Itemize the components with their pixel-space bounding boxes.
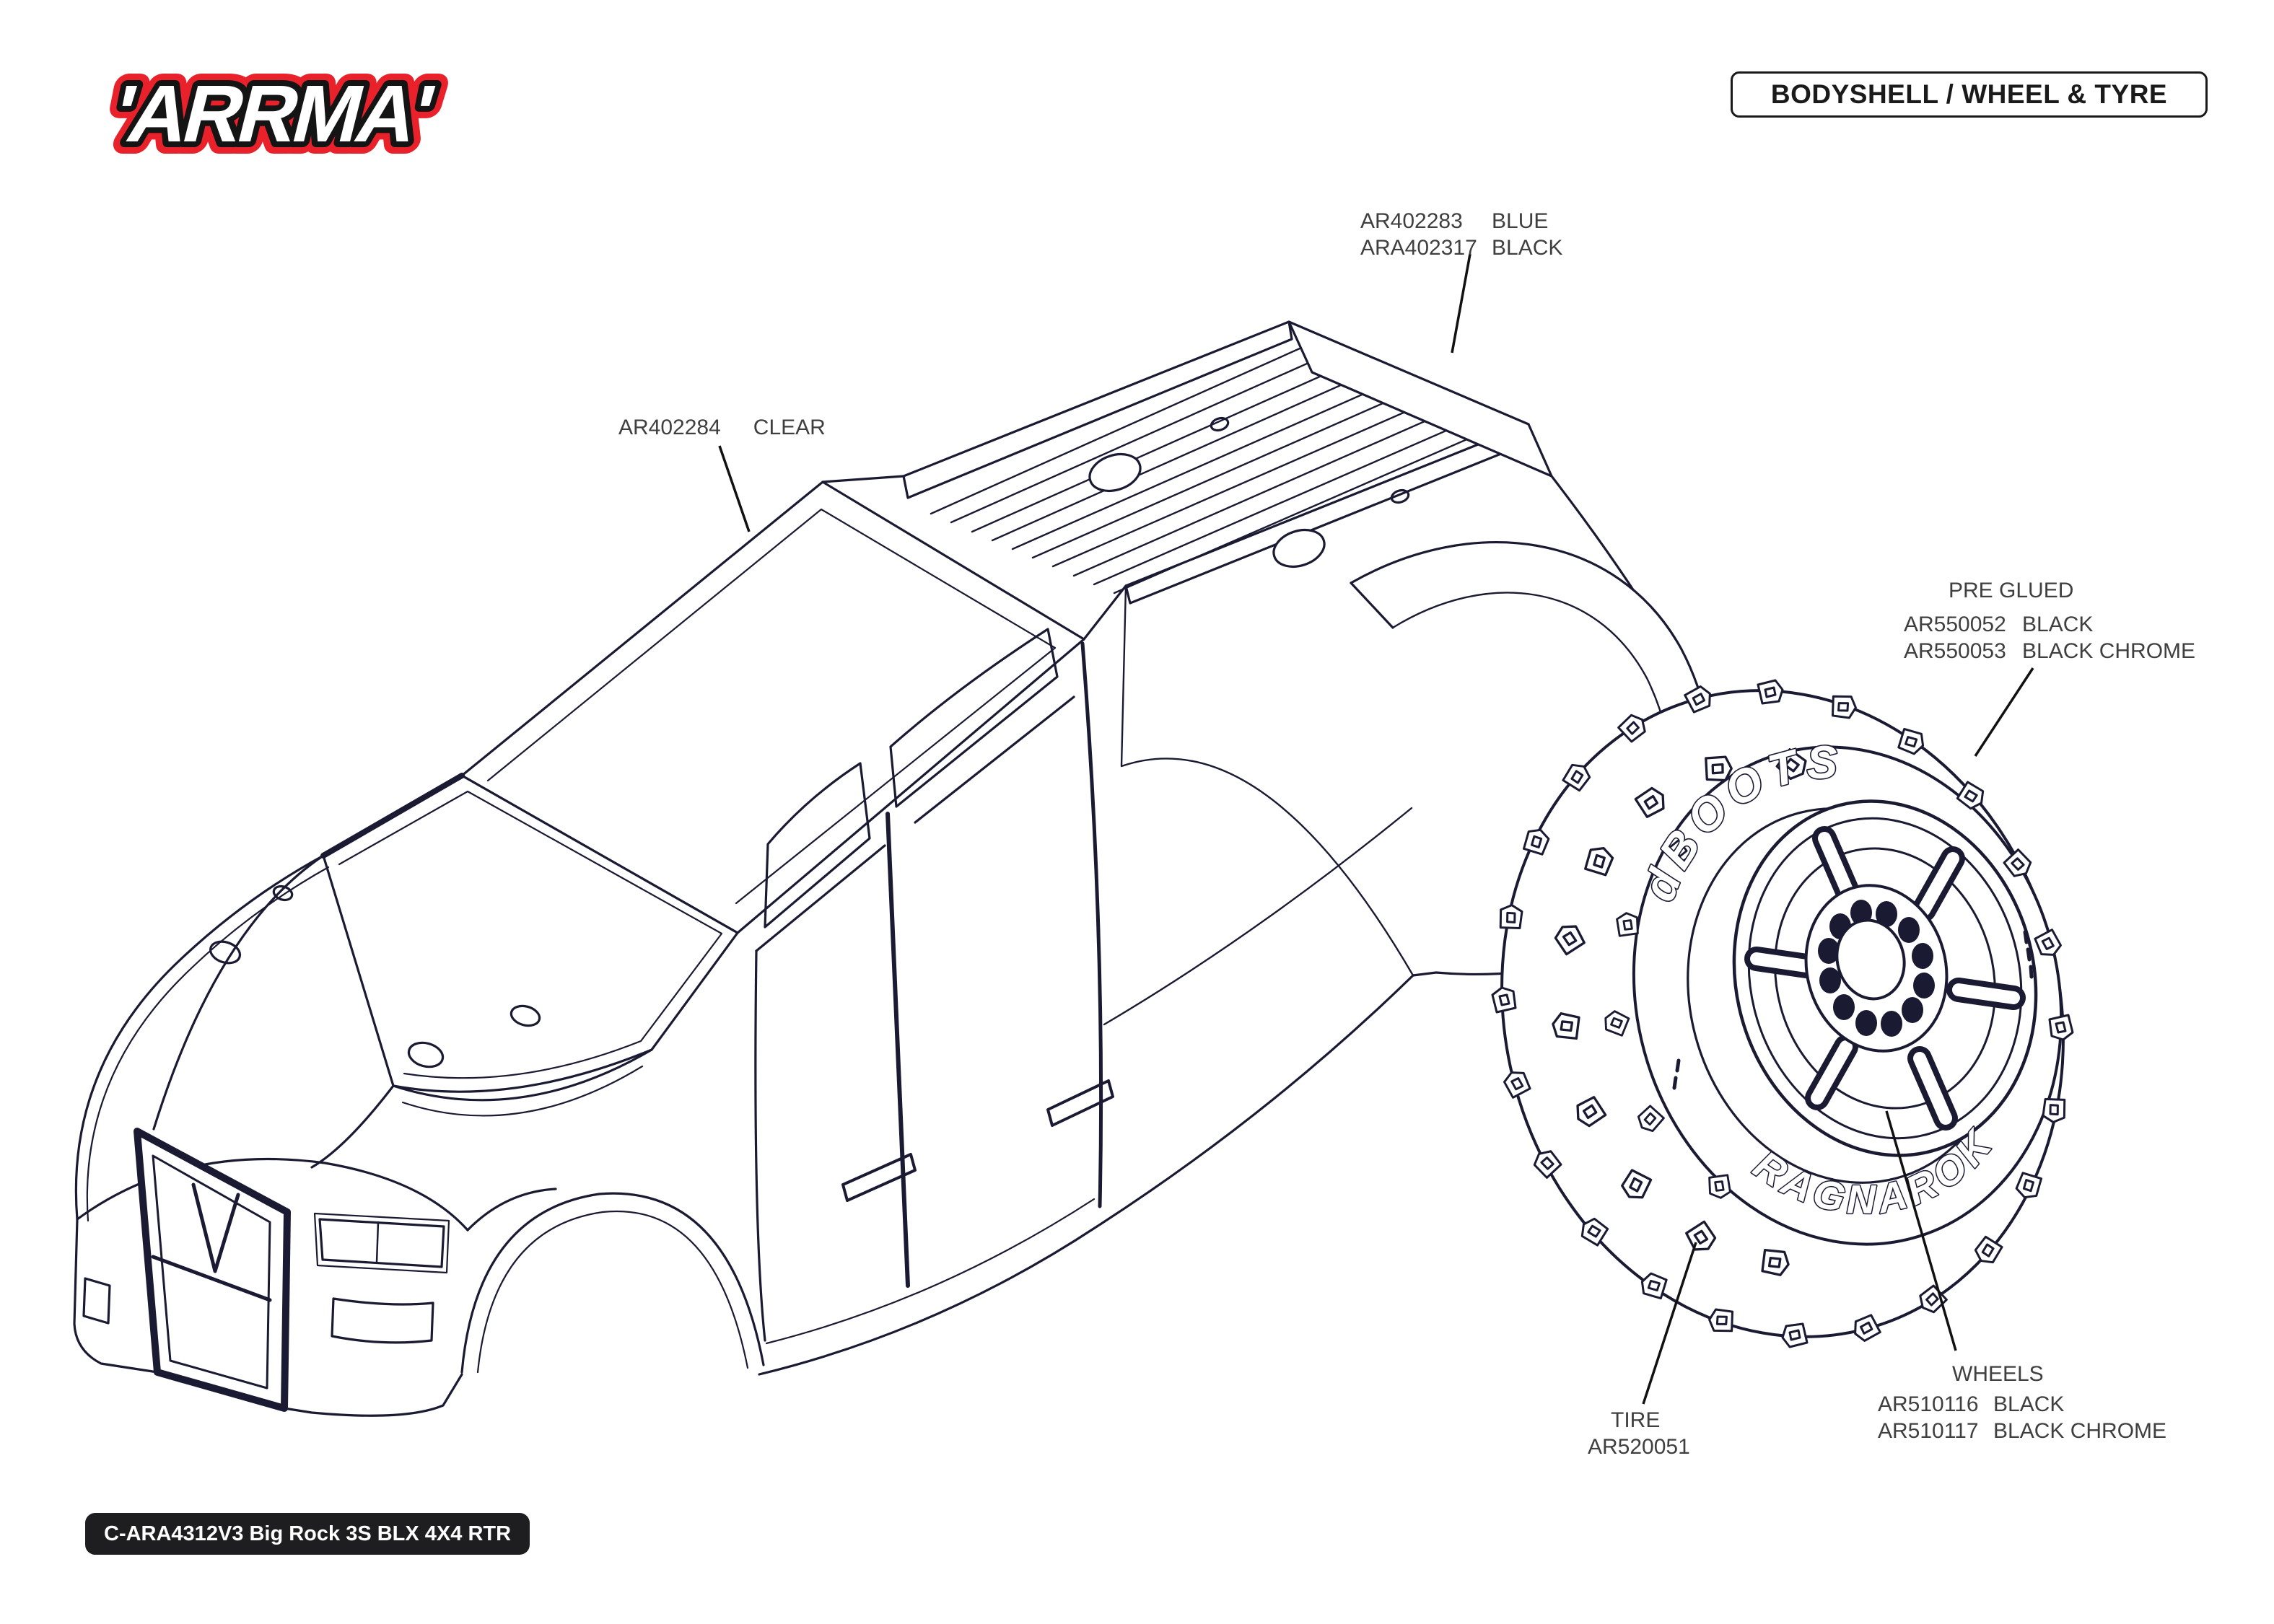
part-color: BLACK <box>2022 613 2094 636</box>
part-color: CLEAR <box>753 416 826 439</box>
part-row: AR510117 BLACK CHROME <box>1878 1418 2166 1444</box>
part-row: AR402283 BLUE <box>1360 208 1562 234</box>
logo-red-outline: 'ARRMA' <box>104 69 440 159</box>
model-code: C-ARA4312V3 Big Rock 3S BLX 4X4 RTR <box>104 1522 512 1545</box>
part-row: AR520051 <box>1588 1434 1690 1460</box>
part-number: AR550053 <box>1904 639 2006 663</box>
part-number: AR550052 <box>1904 613 2006 636</box>
arrma-logo: 'ARRMA' 'ARRMA' 'ARRMA' <box>92 57 452 172</box>
logo-text: 'ARRMA' <box>104 69 440 159</box>
part-number: AR402283 <box>1360 209 1463 233</box>
part-number: ARA402317 <box>1360 236 1477 260</box>
label-heading: TIRE <box>1611 1408 1661 1432</box>
part-color: BLACK <box>1492 236 1563 260</box>
part-color: BLACK CHROME <box>1993 1419 2167 1443</box>
leader-line-wheels <box>1885 1110 1957 1351</box>
part-row: AR510116 BLACK <box>1878 1391 2166 1418</box>
part-row: ARA402317 BLACK <box>1360 234 1562 261</box>
part-number: AR510117 <box>1878 1419 1979 1443</box>
part-number: AR510116 <box>1878 1392 1979 1416</box>
label-bodyshell: AR402283 BLUE ARA402317 BLACK <box>1360 208 1562 261</box>
leader-line-bodyshell <box>1451 253 1471 354</box>
truck-bodyshell-drawing <box>73 320 1715 1417</box>
leader-line-tire <box>1642 1242 1697 1405</box>
label-heading: WHEELS <box>1952 1362 2044 1386</box>
label-tire: TIRE AR520051 <box>1588 1407 1690 1460</box>
page-title-box: BODYSHELL / WHEEL & TYRE <box>1731 71 2208 118</box>
part-color: BLACK <box>1993 1392 2065 1416</box>
wheel-tyre-drawing: dBOOTS RAGNAROK <box>1491 679 2074 1348</box>
label-heading: PRE GLUED <box>1949 579 2074 602</box>
label-wheels: WHEELS AR510116 BLACK AR510117 BLACK CHR… <box>1878 1361 2166 1444</box>
leader-line-tires <box>1974 667 2034 757</box>
part-color: BLACK CHROME <box>2022 639 2196 663</box>
label-tires-pre-glued: PRE GLUED AR550052 BLACK AR550053 BLACK … <box>1904 577 2195 664</box>
part-number: AR520051 <box>1588 1435 1690 1459</box>
part-row: AR402284 CLEAR <box>618 414 826 441</box>
logo-black-outline: 'ARRMA' <box>104 69 440 159</box>
leader-line-window <box>718 445 751 532</box>
model-code-badge: C-ARA4312V3 Big Rock 3S BLX 4X4 RTR <box>85 1513 530 1555</box>
part-row: AR550052 BLACK <box>1904 611 2195 638</box>
part-number: AR402284 <box>618 416 721 439</box>
part-color: BLUE <box>1492 209 1549 233</box>
part-row: AR550053 BLACK CHROME <box>1904 638 2195 664</box>
page-title: BODYSHELL / WHEEL & TYRE <box>1770 79 2168 109</box>
label-window: AR402284 CLEAR <box>618 414 826 441</box>
